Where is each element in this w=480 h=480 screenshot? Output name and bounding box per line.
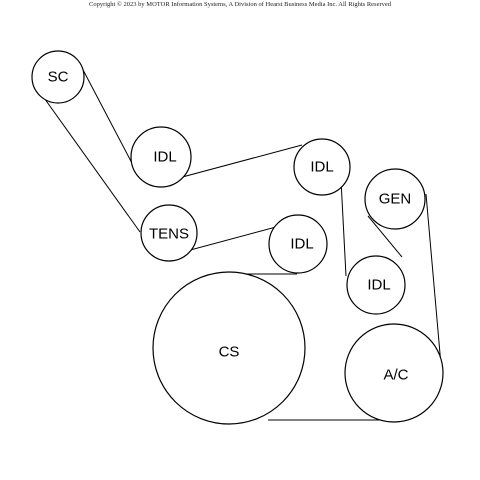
pulley-label: SC: [48, 69, 69, 86]
pulley-label: GEN: [379, 191, 412, 208]
pulley-idl-upper-left: IDL: [130, 126, 192, 188]
belt-segment: [425, 193, 442, 366]
belt-segment: [340, 179, 347, 277]
pulley-idl-middle: IDL: [268, 214, 328, 274]
pulley-label: A/C: [383, 367, 408, 384]
belt-segment: [36, 87, 141, 233]
pulley-label: IDL: [290, 236, 313, 253]
pulley-label: IDL: [310, 159, 333, 176]
pulley-idl-upper-middle: IDL: [293, 138, 351, 196]
pulley-gen: GEN: [364, 168, 426, 230]
pulley-cs: CS: [152, 271, 306, 425]
pulley-label: CS: [219, 344, 240, 361]
pulley-tens: TENS: [140, 204, 198, 262]
pulley-idl-right: IDL: [346, 255, 406, 315]
pulley-label: TENS: [149, 226, 189, 243]
belt-segment: [80, 65, 135, 168]
pulley-label: IDL: [153, 149, 176, 166]
belt-segment: [367, 215, 403, 258]
pulley-ac: A/C: [344, 323, 444, 423]
pulley-label: IDL: [367, 277, 390, 294]
pulley-sc: SC: [31, 50, 85, 104]
copyright-notice: Copyright © 2023 by MOTOR Information Sy…: [89, 1, 391, 8]
